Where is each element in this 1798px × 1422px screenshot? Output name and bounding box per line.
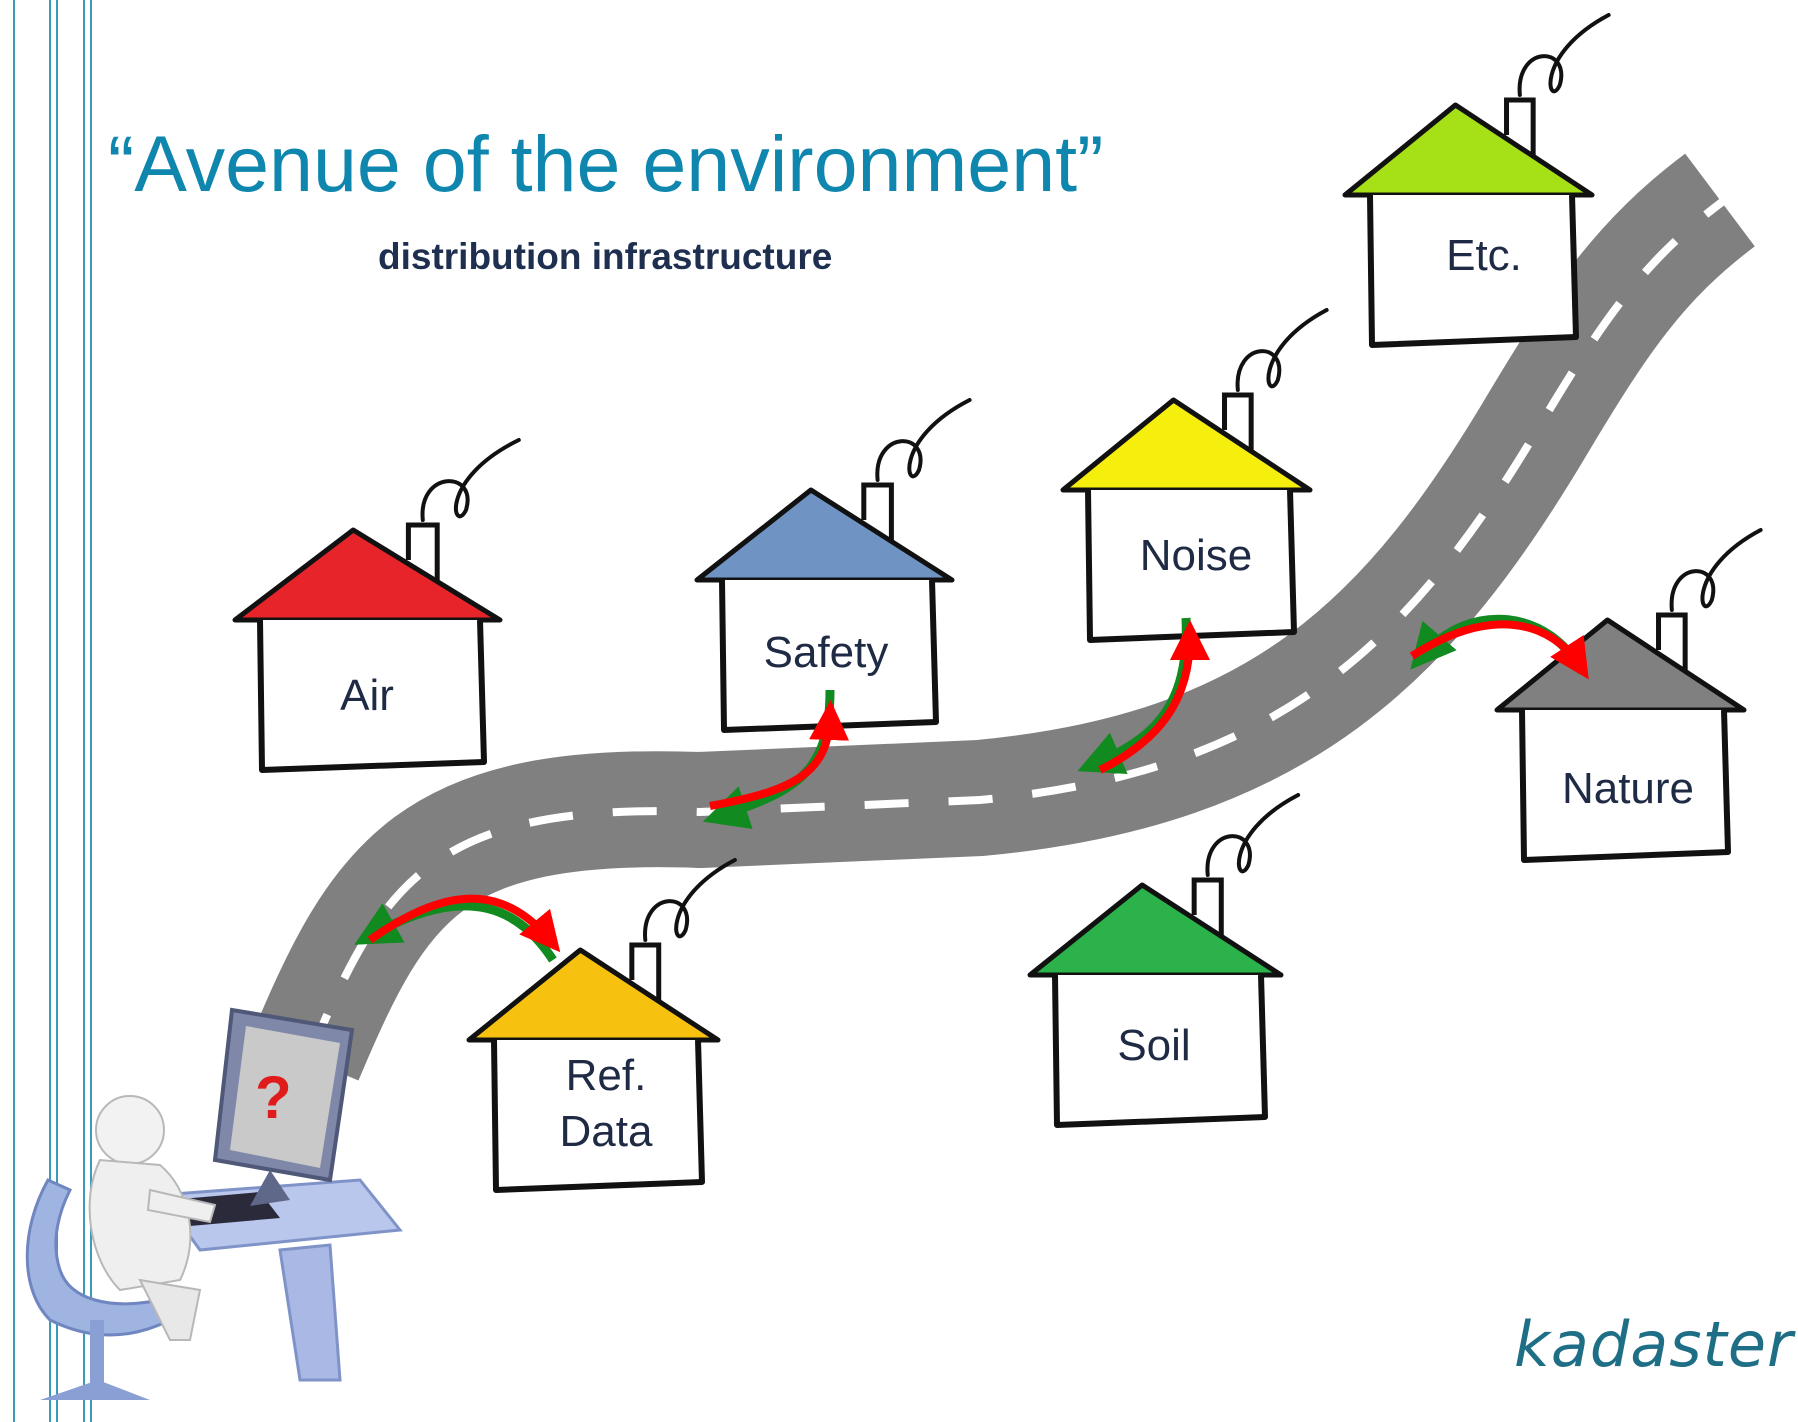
- arrow-safety: [702, 689, 850, 830]
- smoke-curl: [643, 858, 737, 942]
- smoke-curl: [875, 398, 972, 482]
- smoke-curl: [1669, 528, 1763, 612]
- house-label-soil: Soil: [1117, 1021, 1190, 1070]
- house-roof: [232, 527, 503, 623]
- house-roof: [694, 487, 955, 583]
- smoke-curl: [1205, 793, 1301, 877]
- house-noise: Noise: [1060, 308, 1329, 643]
- smoke-curl: [1517, 13, 1611, 97]
- house-body: [1052, 974, 1268, 1128]
- house-body: [1367, 194, 1579, 348]
- road-center-dashes: [306, 198, 1725, 1057]
- computer-user-illustration: ?: [25, 1007, 403, 1400]
- house-label-noise: Noise: [1140, 531, 1253, 580]
- connection-arrows: [354, 614, 1589, 963]
- house-body: [491, 1039, 705, 1193]
- house-etc: Etc.: [1342, 13, 1611, 348]
- house-body: [1519, 709, 1731, 863]
- chimney: [1656, 612, 1688, 678]
- house-soil: Soil: [1027, 793, 1301, 1128]
- house-air: Air: [232, 438, 521, 773]
- house-safety: Safety: [694, 398, 972, 733]
- house-roof: [1027, 882, 1284, 978]
- house-label-ref-data-line-2: Data: [560, 1107, 653, 1156]
- arrow-noise: [1077, 617, 1210, 775]
- chimney: [861, 482, 894, 548]
- house-label-ref-data-line-1: Ref.: [566, 1051, 647, 1100]
- house-body: [257, 619, 487, 773]
- house-label-nature: Nature: [1562, 764, 1694, 813]
- house-ref-data: Ref. Data: [466, 858, 737, 1193]
- house-label-safety: Safety: [764, 628, 889, 677]
- slide-title: “Avenue of the environment”: [108, 119, 1104, 208]
- house-roof: [1342, 102, 1595, 198]
- chimney: [1222, 392, 1254, 458]
- house-nature: Nature: [1494, 528, 1763, 863]
- kadaster-logo: kadaster: [1514, 1308, 1794, 1381]
- chimney: [1191, 877, 1224, 943]
- slide-subtitle: distribution infrastructure: [378, 236, 833, 277]
- road: [251, 153, 1756, 1081]
- house-roof: [466, 947, 721, 1043]
- chimney: [405, 522, 440, 588]
- house-roof: [1060, 397, 1313, 493]
- house-label-air: Air: [340, 671, 394, 720]
- smoke-curl: [1235, 308, 1329, 392]
- smoke-curl: [420, 438, 521, 522]
- screen-question-mark: ?: [255, 1064, 292, 1131]
- chimney: [1504, 97, 1536, 163]
- chimney: [629, 942, 662, 1008]
- arrow-nature: [1409, 614, 1589, 680]
- arrow-ref-data: [354, 894, 561, 963]
- house-label-etc: Etc.: [1446, 231, 1522, 280]
